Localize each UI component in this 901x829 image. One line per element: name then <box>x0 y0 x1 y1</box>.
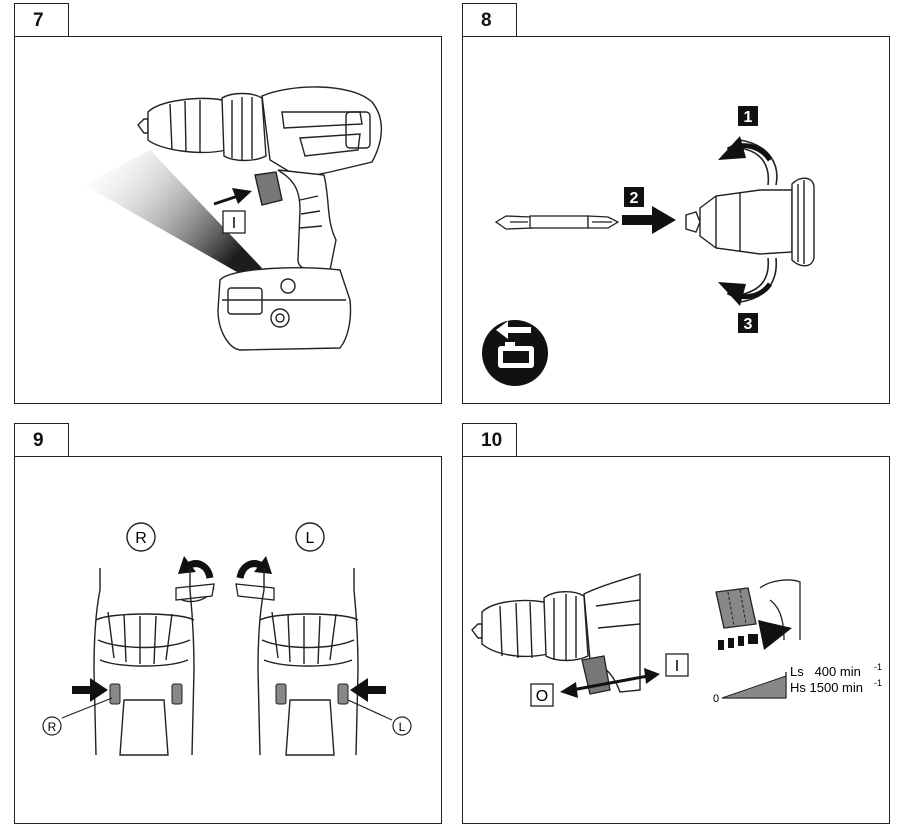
push-arrow-icon <box>560 668 660 698</box>
panel-8-number: 8 <box>481 9 492 31</box>
switch-button-left <box>337 683 349 705</box>
leader-line-left <box>347 699 393 721</box>
speed-high-unit-exp: -1 <box>874 678 882 688</box>
trigger-shape <box>254 171 283 206</box>
speed-low-unit-exp: -1 <box>874 662 882 672</box>
led-light-beam <box>84 150 262 276</box>
button-left-circle <box>392 716 412 736</box>
drill-illustration <box>93 568 195 756</box>
panel-9 <box>14 456 442 824</box>
push-arrow-icon <box>718 620 792 650</box>
switch-button-left-side <box>171 683 183 705</box>
direction-right-label: R <box>135 530 147 547</box>
drill-illustration <box>471 572 641 693</box>
rotate-arrow-icon <box>175 556 215 603</box>
switch-on-box <box>222 210 246 234</box>
switch-off-label: O <box>536 688 548 705</box>
switch-button-right <box>109 683 121 705</box>
step-1-box <box>738 106 758 126</box>
trigger-arrow-icon <box>213 188 252 206</box>
direction-left-circle <box>295 522 325 552</box>
step-2-label: 2 <box>630 190 639 207</box>
bit-icon <box>494 215 620 230</box>
panel-8-tab: 8 <box>462 3 517 37</box>
rotate-arrow-stroke-bottom <box>726 282 773 300</box>
button-right-label: R <box>48 720 57 734</box>
drill-illustration <box>257 568 359 756</box>
step-1-label: 1 <box>744 109 753 126</box>
chuck-icon <box>685 177 815 267</box>
speed-high-label: Hs 1500 min <box>790 680 863 695</box>
axis-zero-label: 0 <box>713 693 719 705</box>
button-left-label: L <box>399 720 406 734</box>
switch-button-right-side <box>275 683 287 705</box>
direction-right-circle <box>126 522 156 552</box>
direction-left-label: L <box>306 530 315 547</box>
step-3-label: 3 <box>744 316 753 333</box>
speed-ramp-icon <box>721 672 787 699</box>
step-3-box <box>738 313 758 333</box>
rotate-arrow-stroke-top <box>726 143 773 162</box>
button-right-circle <box>42 716 62 736</box>
step-2-box <box>624 187 644 207</box>
panel-10-number: 10 <box>481 429 503 451</box>
trigger-closeup-stripe <box>727 589 747 627</box>
trigger-closeup <box>715 587 757 629</box>
push-arrow-icon <box>72 678 108 702</box>
push-arrow-icon <box>622 206 676 234</box>
battery-remove-icon <box>482 320 548 386</box>
switch-off-box <box>530 683 554 707</box>
panel-7-number: 7 <box>33 9 44 31</box>
panel-9-number: 9 <box>33 429 44 451</box>
drill-illustration <box>137 86 383 351</box>
panel-7-tab: 7 <box>14 3 69 37</box>
speed-low-label: Ls 400 min <box>790 664 861 679</box>
push-arrow-icon <box>350 678 386 702</box>
panel-10-tab: 10 <box>462 423 517 457</box>
switch-on-box <box>665 653 689 677</box>
leader-line-right <box>61 697 113 719</box>
switch-on-label: I <box>232 215 236 232</box>
panel-9-tab: 9 <box>14 423 69 457</box>
switch-on-label: I <box>675 658 679 675</box>
